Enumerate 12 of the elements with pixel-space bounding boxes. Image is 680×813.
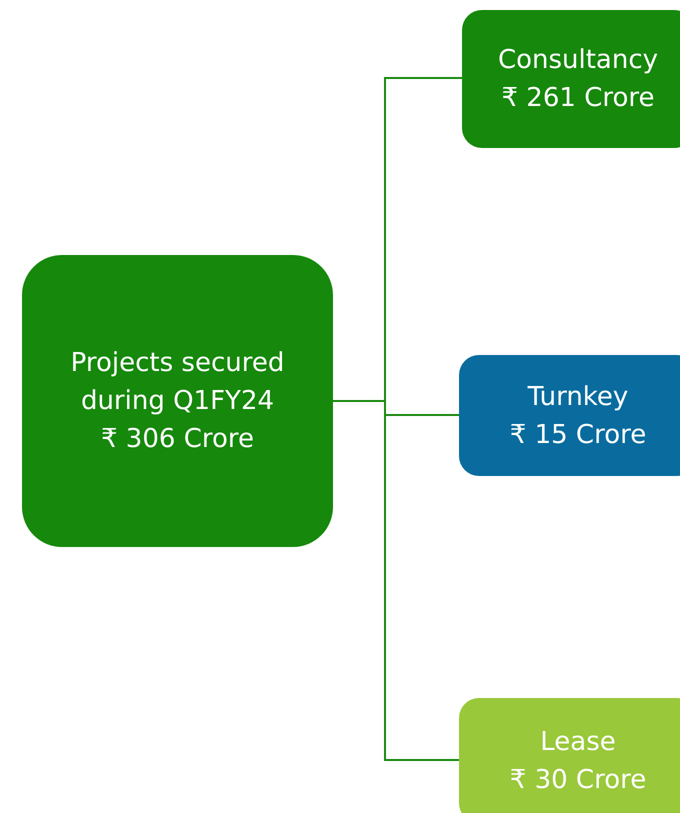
category-box (459, 355, 680, 476)
amount-text: ₹ 306 Crore (101, 423, 254, 456)
label-text: Consultancy (498, 44, 658, 77)
amount-text: ₹ 261 Crore (502, 82, 654, 115)
label-text: Lease (540, 726, 616, 758)
label-text: Turnkey (528, 380, 628, 414)
amount-text: ₹ 30 Crore (510, 764, 646, 796)
summary-box (22, 255, 333, 547)
amount-text: ₹ 15 Crore (510, 418, 646, 452)
category-box (462, 10, 680, 148)
category-box (459, 698, 680, 813)
label-text: Projects secured during Q1FY24 (70, 347, 286, 418)
